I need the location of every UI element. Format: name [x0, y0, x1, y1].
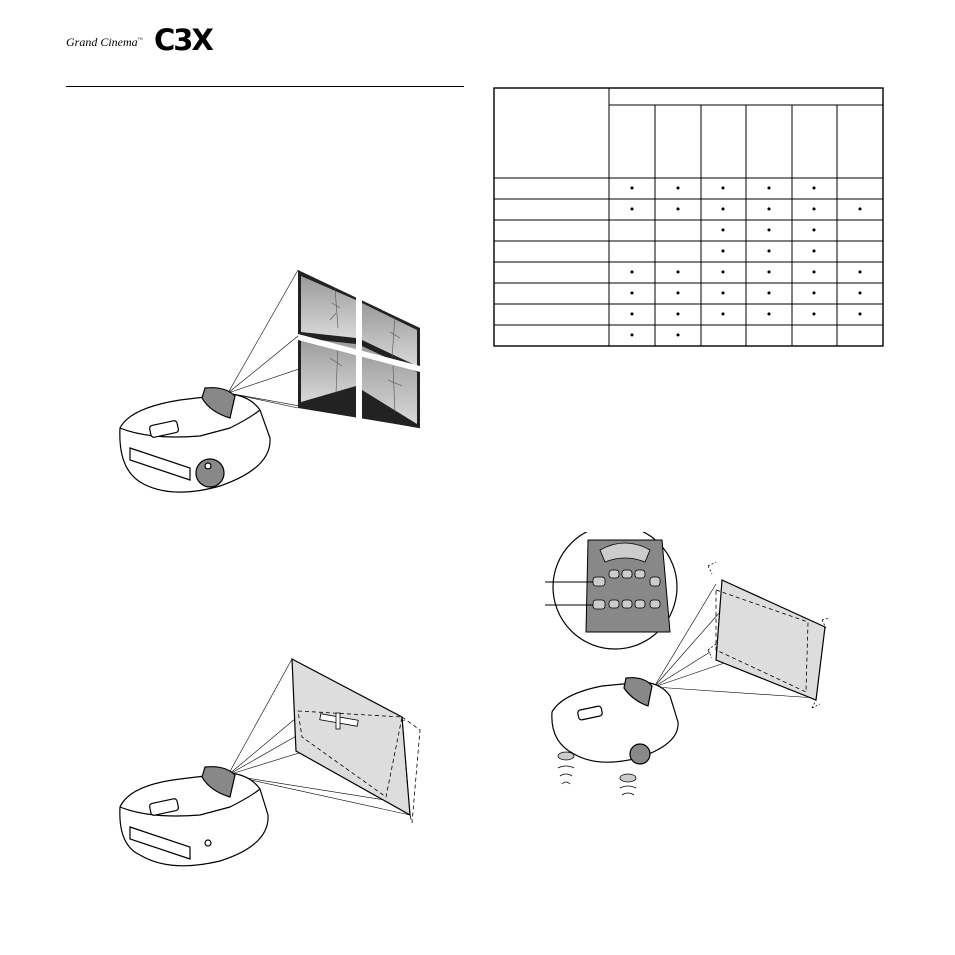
remote-control-callout	[545, 532, 678, 650]
table-cell-mark: •	[675, 329, 682, 342]
table-cell-mark: •	[766, 266, 773, 279]
table-cell-mark: •	[811, 224, 818, 237]
table-cell-mark: •	[675, 266, 682, 279]
table-cell-mark: •	[629, 182, 636, 195]
table-cell-mark: •	[720, 287, 727, 300]
projector-body	[551, 677, 679, 765]
figure-quad-split-projection	[119, 269, 421, 493]
table-cell-mark: •	[766, 224, 773, 237]
brand-logo: Grand Cinema™ C3X	[66, 23, 246, 57]
table-cell-mark: •	[811, 182, 818, 195]
figure-lens-shift	[119, 657, 421, 867]
adjustable-foot-left	[557, 751, 575, 785]
table-cell-mark: •	[675, 182, 682, 195]
brand-script: Grand Cinema™	[66, 35, 143, 49]
brand-model: C3X	[154, 23, 214, 57]
table-cell-mark: •	[675, 287, 682, 300]
table-cell-mark: •	[766, 287, 773, 300]
table-cell-mark: •	[857, 203, 864, 216]
table-cell-mark: •	[857, 308, 864, 321]
table-cell-mark: •	[720, 245, 727, 258]
table-cell-mark: •	[766, 182, 773, 195]
table-cell-mark: •	[720, 203, 727, 216]
table-cell-mark: •	[720, 266, 727, 279]
quad-screen	[298, 270, 420, 442]
table-cell-mark: •	[720, 182, 727, 195]
table-cell-mark: •	[811, 203, 818, 216]
table-cell-mark: •	[811, 266, 818, 279]
table-cell-mark: •	[629, 329, 636, 342]
table-cell-mark: •	[675, 203, 682, 216]
table-cell-mark: •	[766, 245, 773, 258]
header-rule	[66, 86, 464, 87]
lens-shift-screen	[291, 657, 421, 824]
compatibility-table: • • • • • • • • • • • • • • • • • • • • • • • • • • • • • • • • • • • • •	[493, 87, 884, 347]
table-cell-mark: •	[811, 287, 818, 300]
table-cell-mark: •	[857, 287, 864, 300]
table-cell-mark: •	[629, 287, 636, 300]
table-cell-mark: •	[811, 308, 818, 321]
figure-keystone-adjustment	[545, 532, 831, 796]
table-cell-mark: •	[629, 308, 636, 321]
projector-body	[119, 387, 271, 493]
table-cell-mark: •	[629, 266, 636, 279]
table-cell-mark: •	[720, 224, 727, 237]
table-cell-mark: •	[811, 245, 818, 258]
projector-body	[119, 766, 269, 867]
adjustable-foot-right	[619, 773, 637, 796]
table-cell-mark: •	[766, 308, 773, 321]
keystone-screen	[707, 561, 831, 709]
table-cell-mark: •	[857, 266, 864, 279]
table-cell-mark: •	[720, 308, 727, 321]
table-cell-mark: •	[629, 203, 636, 216]
table-cell-mark: •	[675, 308, 682, 321]
table-cell-mark: •	[766, 203, 773, 216]
